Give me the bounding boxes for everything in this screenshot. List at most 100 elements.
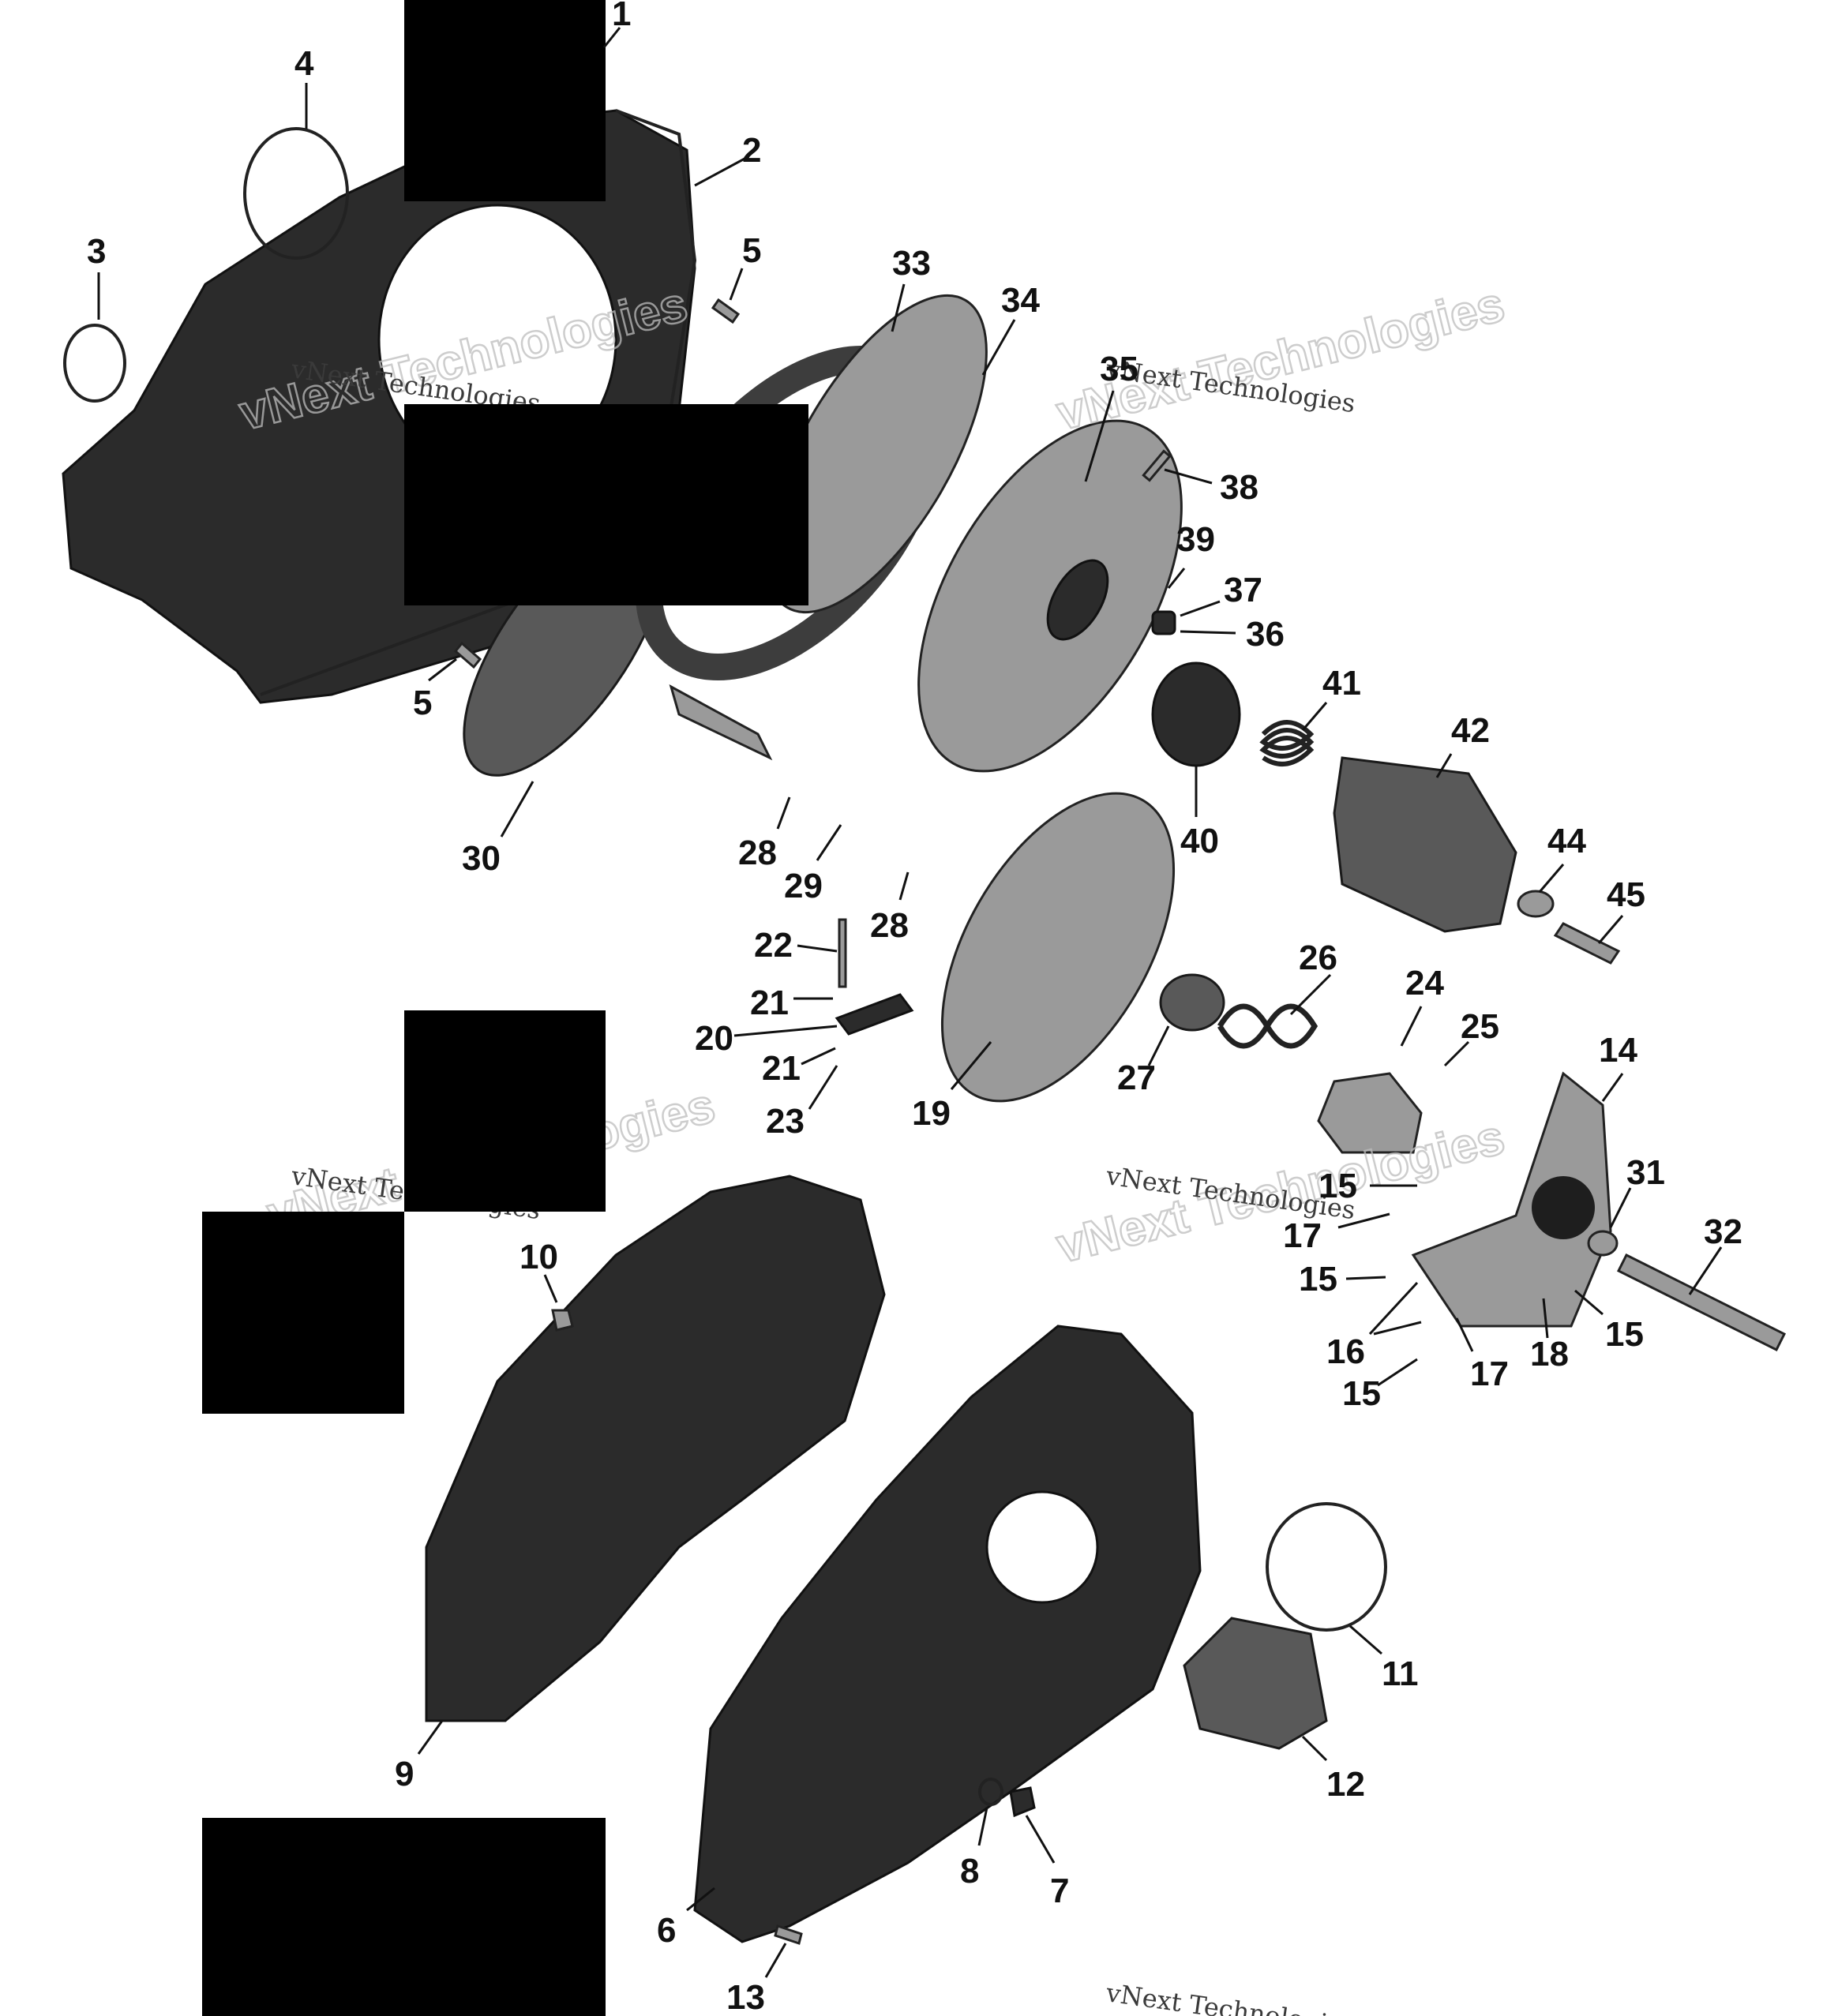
redaction-blocks	[202, 0, 808, 2016]
leader-22	[797, 944, 838, 953]
callout-1: 1	[612, 0, 631, 33]
leader-31	[1609, 1187, 1632, 1228]
leader-17a	[1337, 1212, 1390, 1229]
callout-30: 30	[462, 839, 501, 878]
callout-13: 13	[726, 1978, 765, 2016]
callout-11: 11	[1382, 1654, 1419, 1693]
bushing-27	[1159, 973, 1225, 1032]
leader-15c	[1574, 1289, 1604, 1316]
callout-19: 19	[912, 1094, 951, 1133]
leader-15d	[1377, 1358, 1418, 1387]
callout-9: 9	[395, 1755, 414, 1793]
leader-45	[1597, 915, 1624, 944]
callout-42: 42	[1451, 711, 1490, 750]
callout-28: 28	[738, 834, 777, 872]
o-ring-small	[63, 324, 126, 403]
inspection-cap-12	[1183, 1617, 1328, 1750]
leader-5a	[729, 268, 744, 301]
o-ring-large	[243, 127, 349, 260]
leader-2	[694, 156, 747, 187]
leader-20	[733, 1025, 838, 1037]
leader-16b	[1373, 1321, 1422, 1336]
bracket-hub	[1532, 1176, 1595, 1239]
callout-22: 22	[754, 926, 793, 965]
leader-30	[500, 781, 535, 838]
leader-38	[1164, 468, 1213, 485]
leader-8	[977, 1807, 988, 1846]
leader-25	[1443, 1040, 1470, 1067]
bolt-45	[1553, 922, 1621, 965]
callout-14: 14	[1599, 1031, 1637, 1070]
leader-12	[1301, 1735, 1328, 1762]
leader-32	[1688, 1246, 1723, 1295]
callout-10: 10	[520, 1238, 558, 1276]
screw-13	[774, 1924, 803, 1945]
callout-labels: 1 2 3 4 5 5 6 7 8 9 10 11 12 13 14 15 15…	[87, 0, 1742, 2016]
callout-21: 21	[762, 1049, 801, 1088]
callout-8: 8	[960, 1852, 979, 1890]
callout-24: 24	[1405, 964, 1444, 1002]
spring-26	[1217, 1003, 1318, 1049]
callout-2: 2	[742, 131, 761, 170]
sliding-drive-sheave	[940, 792, 1176, 1103]
callout-15: 15	[1342, 1374, 1381, 1413]
leader-18	[1542, 1298, 1549, 1339]
leader-36	[1180, 630, 1236, 635]
callout-37: 37	[1224, 571, 1262, 609]
leader-13	[764, 1943, 787, 1978]
spider-42	[1333, 756, 1517, 933]
leader-9	[417, 1720, 444, 1755]
leader-23	[808, 1065, 838, 1110]
bushing-36	[1151, 610, 1176, 635]
screw-upper	[711, 298, 741, 324]
callout-3: 3	[87, 232, 106, 271]
callout-21: 21	[750, 984, 789, 1022]
callout-34: 34	[1001, 281, 1040, 320]
redaction-block	[202, 1212, 404, 1414]
pin-38	[1142, 449, 1172, 482]
driven-shaft	[669, 684, 773, 761]
leader-37	[1180, 600, 1221, 617]
callout-23: 23	[766, 1102, 805, 1141]
leader-7	[1025, 1815, 1056, 1864]
leader-28a	[776, 796, 791, 830]
leader-41	[1301, 702, 1328, 731]
lever-20	[835, 993, 914, 1036]
driven-sheave	[765, 294, 988, 614]
callout-15: 15	[1318, 1167, 1357, 1205]
redaction-block	[404, 404, 808, 605]
leader-14	[1601, 1073, 1624, 1102]
leader-19	[950, 1041, 992, 1090]
callout-17: 17	[1283, 1216, 1322, 1255]
leader-42	[1435, 753, 1453, 778]
redaction-block	[404, 0, 606, 201]
redaction-block	[202, 1818, 606, 2016]
pin-22	[838, 918, 847, 988]
callout-38: 38	[1220, 468, 1258, 507]
callout-36: 36	[1246, 615, 1285, 654]
callout-7: 7	[1050, 1872, 1069, 1910]
plug-7	[1009, 1786, 1036, 1818]
callout-44: 44	[1547, 822, 1586, 860]
leader-6	[686, 1887, 715, 1912]
screw-lower	[453, 641, 482, 669]
callout-27: 27	[1117, 1059, 1156, 1097]
callout-35: 35	[1100, 350, 1138, 388]
leader-11	[1349, 1624, 1382, 1655]
redaction-block	[404, 1010, 606, 1212]
leader-10	[543, 1274, 558, 1303]
callout-18: 18	[1530, 1335, 1569, 1373]
leader-5b	[428, 658, 457, 682]
callout-12: 12	[1326, 1765, 1365, 1804]
callout-40: 40	[1180, 822, 1219, 860]
leader-28b	[898, 871, 910, 901]
callout-28: 28	[870, 906, 909, 945]
callout-33: 33	[892, 244, 931, 283]
callout-25: 25	[1461, 1007, 1499, 1046]
leader-lines	[97, 27, 1723, 1978]
callout-17: 17	[1470, 1355, 1509, 1393]
callout-15: 15	[1605, 1315, 1644, 1354]
cover-24	[1317, 1072, 1423, 1154]
spring-41	[1259, 720, 1315, 766]
washer-44	[1517, 890, 1555, 918]
